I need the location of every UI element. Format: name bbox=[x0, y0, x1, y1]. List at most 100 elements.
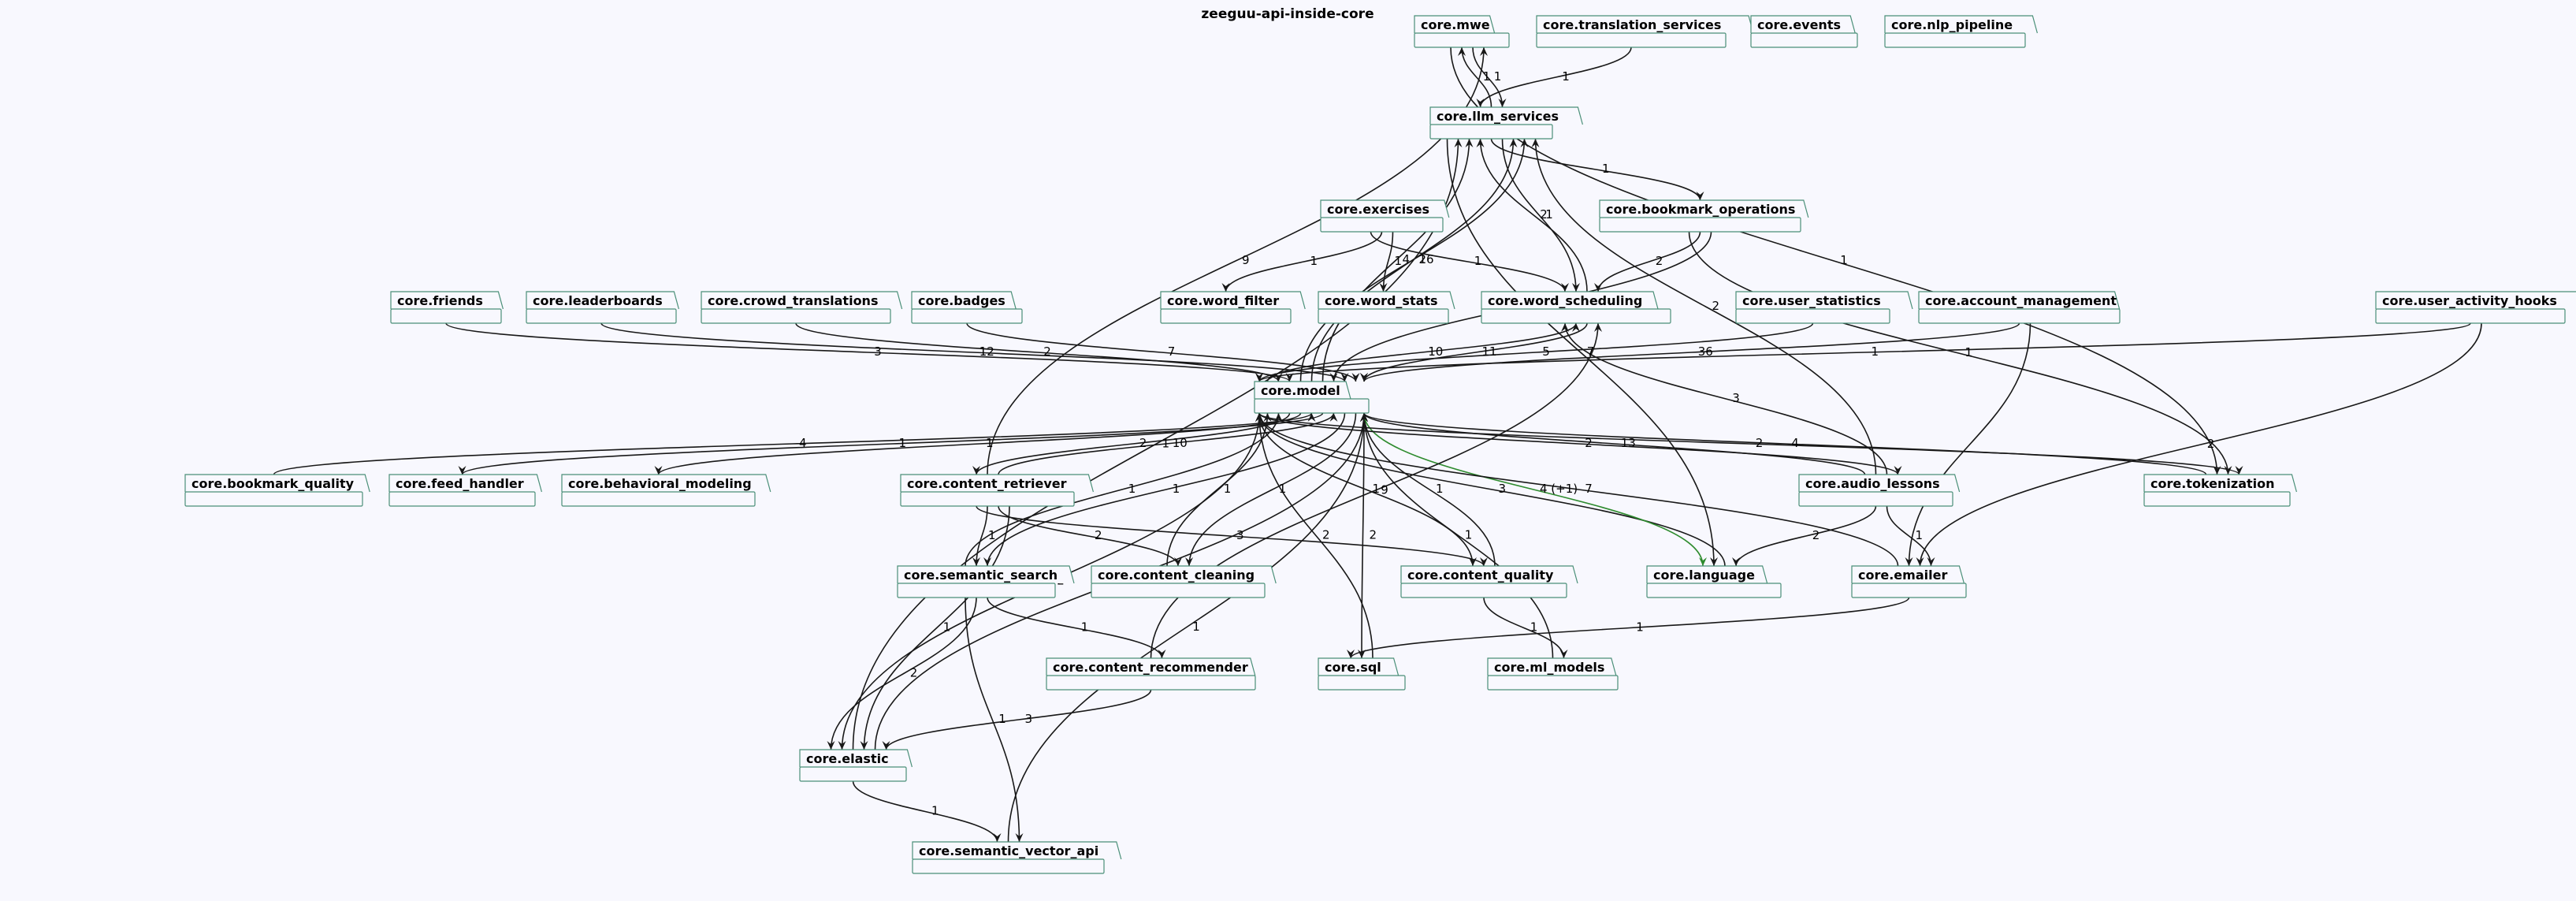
edge-label: 1 bbox=[1840, 253, 1848, 267]
package-tab bbox=[1798, 474, 1961, 493]
package-mwe[interactable]: core.mwe bbox=[1414, 15, 1510, 48]
edge-audio_lessons-to-model bbox=[1360, 412, 1866, 475]
package-body bbox=[1798, 491, 1953, 507]
edge-exercises-to-word_filter bbox=[1221, 231, 1383, 292]
edge-label: 1 bbox=[1474, 254, 1482, 268]
package-behavioral-modeling[interactable]: core.behavioral_modeling bbox=[561, 474, 771, 507]
edge-label: 3 bbox=[1025, 712, 1033, 726]
package-name: core.audio_lessons bbox=[1805, 476, 1940, 491]
edge-word_scheduling-to-llm_services bbox=[1476, 138, 1588, 292]
package-body bbox=[1750, 32, 1858, 48]
package-elastic[interactable]: core.elastic bbox=[799, 749, 913, 782]
package-model[interactable]: core.model bbox=[1254, 381, 1370, 414]
package-friends[interactable]: core.friends bbox=[390, 291, 504, 324]
edge-label: 3 bbox=[874, 344, 882, 359]
package-word-filter[interactable]: core.word_filter bbox=[1160, 291, 1306, 324]
package-body bbox=[2143, 491, 2291, 507]
package-body bbox=[799, 766, 907, 782]
package-exercises[interactable]: core.exercises bbox=[1320, 199, 1450, 233]
package-llm-services[interactable]: core.llm_services bbox=[1429, 106, 1583, 140]
edge-account_management-to-model bbox=[1360, 322, 2020, 382]
edge-label: 1 bbox=[1545, 207, 1553, 222]
package-body bbox=[388, 491, 536, 507]
package-nlp-pipeline[interactable]: core.nlp_pipeline bbox=[1884, 15, 2038, 48]
package-account-management[interactable]: core.account_management bbox=[1918, 291, 2121, 324]
package-events[interactable]: core.events bbox=[1750, 15, 1858, 48]
edge-label: 10 bbox=[1428, 344, 1443, 359]
package-bookmark-quality[interactable]: core.bookmark_quality bbox=[184, 474, 370, 507]
edge-exercises-to-word_scheduling bbox=[1370, 231, 1569, 292]
edge-user_activity_hooks-to-model bbox=[1255, 322, 2471, 382]
package-word-stats[interactable]: core.word_stats bbox=[1318, 291, 1455, 324]
edge-label: 4 bbox=[1791, 436, 1799, 450]
package-leaderboards[interactable]: core.leaderboards bbox=[526, 291, 679, 324]
edge-crowd_translations-to-model bbox=[795, 322, 1283, 382]
edge-label: 1 bbox=[1419, 252, 1427, 266]
edge-elastic-to-llm_services bbox=[852, 138, 1463, 750]
edge-badges-to-model bbox=[966, 322, 1360, 382]
package-bookmark-operations[interactable]: core.bookmark_operations bbox=[1599, 199, 1809, 233]
package-name: core.word_stats bbox=[1325, 293, 1438, 308]
package-tab bbox=[897, 565, 1075, 584]
edge-label: 1 bbox=[1192, 620, 1200, 634]
edge-emailer-to-model bbox=[1255, 412, 1899, 567]
package-semantic-search[interactable]: core.semantic_search bbox=[897, 565, 1075, 598]
edge-llm_services-to-language bbox=[1446, 138, 1718, 567]
edge-llm_services-to-bookmark_operations bbox=[1490, 138, 1704, 201]
package-ml-models[interactable]: core.ml_models bbox=[1487, 657, 1619, 691]
package-content-retriever[interactable]: core.content_retriever bbox=[900, 474, 1094, 507]
package-audio-lessons[interactable]: core.audio_lessons bbox=[1798, 474, 1961, 507]
package-name: core.llm_services bbox=[1437, 109, 1559, 124]
edge-label: 1 bbox=[1279, 482, 1287, 496]
package-semantic-vector-api[interactable]: core.semantic_vector_api bbox=[912, 841, 1122, 874]
package-name: core.word_scheduling bbox=[1488, 293, 1642, 308]
package-content-recommender[interactable]: core.content_recommender bbox=[1046, 657, 1256, 691]
package-tab bbox=[900, 474, 1094, 493]
package-feed-handler[interactable]: core.feed_handler bbox=[388, 474, 542, 507]
edge-label: 26 bbox=[1419, 252, 1434, 266]
edge-label: 9 bbox=[1381, 483, 1388, 497]
edge-tokenization-to-model bbox=[1360, 412, 2207, 475]
package-body bbox=[1400, 583, 1567, 598]
package-sql[interactable]: core.sql bbox=[1318, 657, 1406, 691]
package-body bbox=[1318, 308, 1449, 324]
edge-content_retriever-to-elastic bbox=[860, 505, 1010, 750]
package-tab bbox=[1046, 657, 1256, 676]
package-tab bbox=[1481, 291, 1659, 310]
edge-bookmark_quality-to-model bbox=[273, 412, 1316, 475]
edge-label: 36 bbox=[1698, 344, 1713, 359]
package-translation-services[interactable]: core.translation_services bbox=[1536, 15, 1754, 48]
edge-label: 1 bbox=[1872, 344, 1879, 359]
package-tokenization[interactable]: core.tokenization bbox=[2143, 474, 2297, 507]
package-name: core.bookmark_quality bbox=[191, 476, 355, 491]
edge-model-to-content_retriever bbox=[972, 412, 1291, 475]
package-tab bbox=[1160, 291, 1306, 310]
package-content-quality[interactable]: core.content_quality bbox=[1400, 565, 1578, 598]
package-emailer[interactable]: core.emailer bbox=[1851, 565, 1967, 598]
edge-labels: 1111112264112791112413122710115361234111… bbox=[799, 69, 2214, 818]
package-name: core.nlp_pipeline bbox=[1891, 17, 2013, 32]
edge-semantic_search-to-content_recommender bbox=[987, 597, 1166, 659]
package-user-activity-hooks[interactable]: core.user_activity_hooks bbox=[2375, 291, 2576, 324]
package-language[interactable]: core.language bbox=[1646, 565, 1782, 598]
package-body bbox=[911, 308, 1023, 324]
package-tab bbox=[1750, 15, 1856, 34]
package-content-cleaning[interactable]: core.content_cleaning bbox=[1091, 565, 1277, 598]
package-word-scheduling[interactable]: core.word_scheduling bbox=[1481, 291, 1671, 324]
package-tab bbox=[1487, 657, 1617, 676]
edge-model-to-audio_lessons bbox=[1258, 412, 1902, 475]
edge-label: 1 bbox=[1436, 482, 1444, 496]
package-user-statistics[interactable]: core.user_statistics bbox=[1735, 291, 1913, 324]
edge-content_recommender-to-elastic bbox=[882, 689, 1152, 750]
edge-label: 2 bbox=[1095, 528, 1102, 542]
package-body bbox=[912, 858, 1105, 874]
edge-label: 1 bbox=[1310, 254, 1318, 268]
package-name: core.content_retriever bbox=[907, 476, 1067, 491]
edge-label: 4 bbox=[799, 436, 807, 450]
package-badges[interactable]: core.badges bbox=[911, 291, 1023, 324]
package-name: core.friends bbox=[397, 293, 483, 308]
package-crowd-translations[interactable]: core.crowd_translations bbox=[701, 291, 903, 324]
edge-emailer-to-sql bbox=[1347, 597, 1910, 659]
